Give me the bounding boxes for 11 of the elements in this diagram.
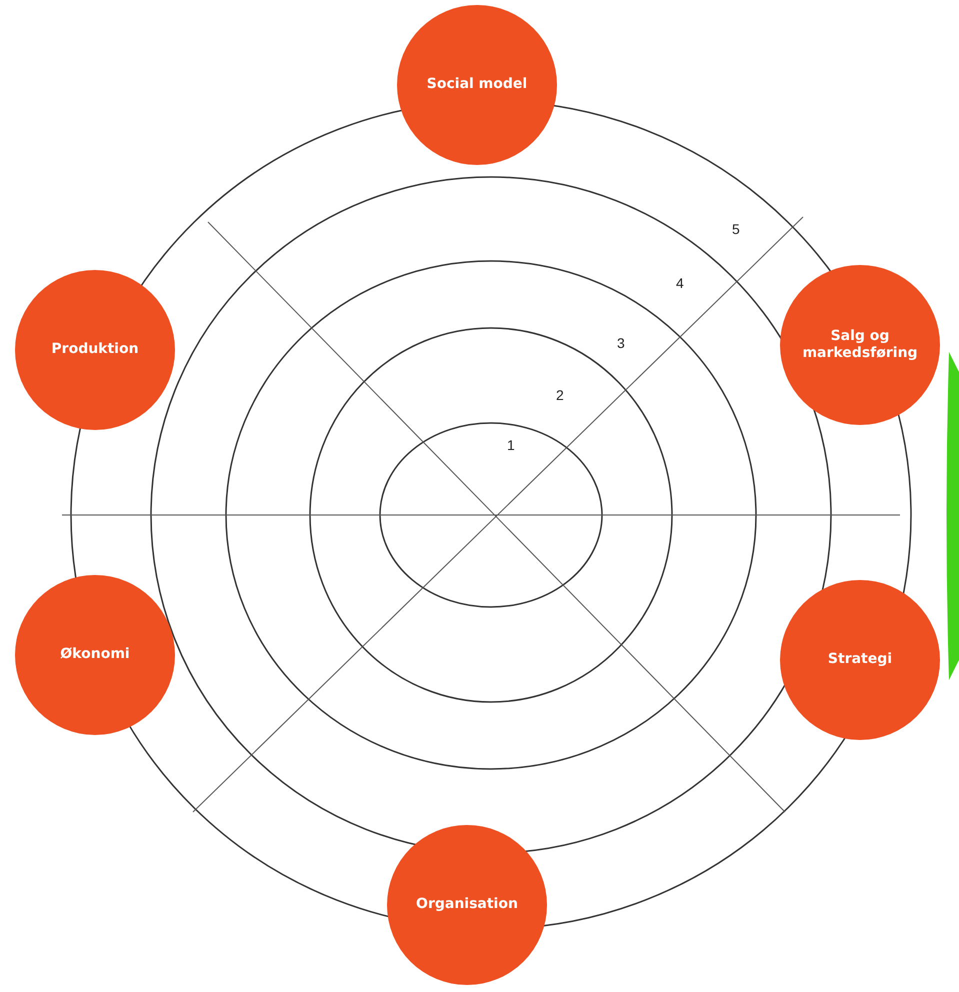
level-number: 1 (507, 437, 515, 453)
level-number: 2 (556, 387, 564, 403)
level-number: 4 (676, 275, 684, 291)
level-number: 3 (617, 335, 625, 351)
level-number: 5 (732, 221, 740, 237)
category-label: Social model (426, 76, 528, 94)
category-label: Produktion (51, 341, 139, 359)
category-label: Organisation (416, 896, 518, 914)
category-label: Økonomi (60, 646, 130, 664)
category-label: Salg og markedsføring (801, 328, 919, 362)
category-label: Strategi (828, 651, 892, 669)
